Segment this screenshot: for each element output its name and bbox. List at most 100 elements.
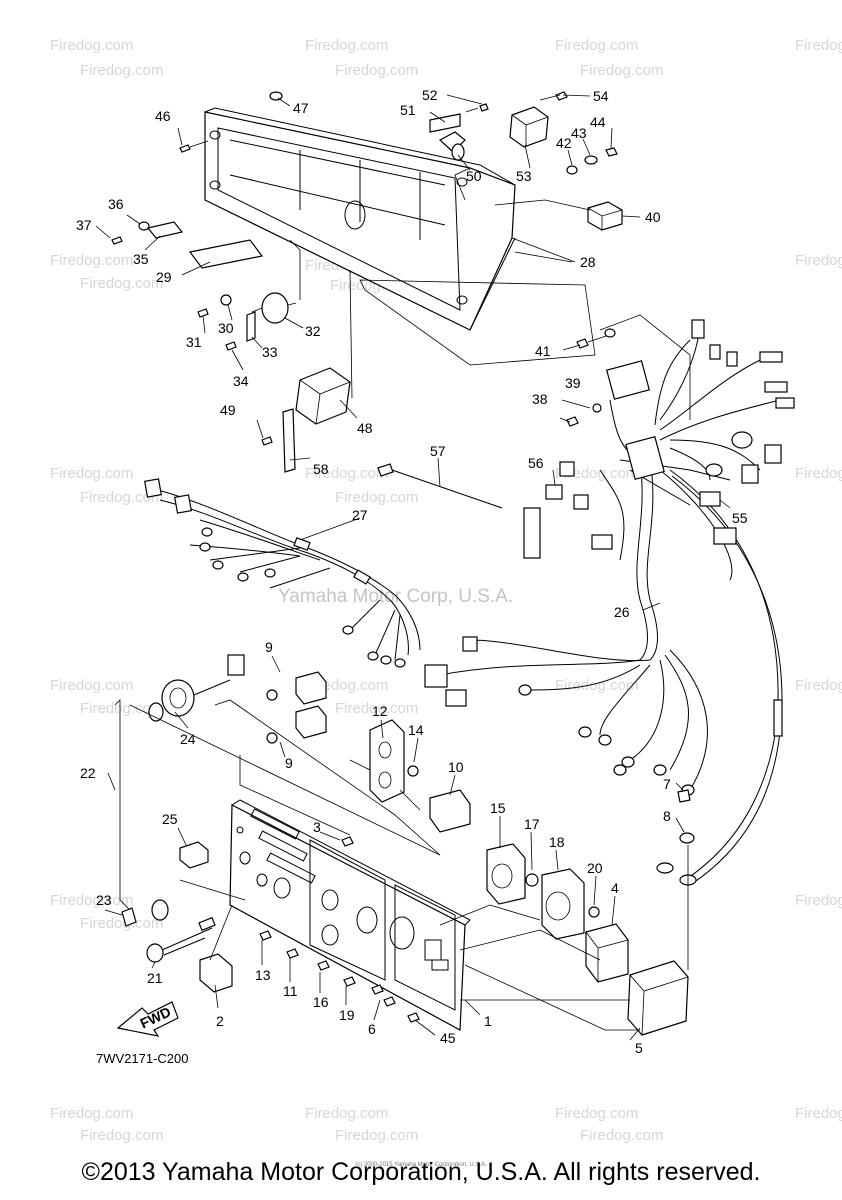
part-label-7: 7 [663,776,671,792]
part-label-29: 29 [156,269,172,285]
part-label-16: 16 [313,994,329,1010]
part-label-32: 32 [305,323,321,339]
watermark-text: Firedog.com [80,1127,163,1144]
watermark-text: Firedog.com [80,62,163,79]
part-label-13: 13 [255,967,271,983]
control-box-frame [204,107,516,331]
diagram-code: 7WV2171-C200 [96,1051,189,1066]
part-label-51: 51 [400,102,416,118]
watermark-text: Firedog.com [795,892,842,909]
part-label-54: 54 [593,88,609,104]
part-label-33: 33 [262,344,278,360]
part-label-23: 23 [96,892,112,908]
front-panel [229,799,471,1031]
watermark-text: Firedog.com [50,677,133,694]
watermark-text: Firedog.com [335,489,418,506]
part-label-35: 35 [133,251,149,267]
watermark-text: Firedog.com [305,465,388,482]
watermark-text: Firedog.com [50,1105,133,1122]
part-label-26: 26 [614,604,630,620]
watermark-text: Firedog.com [795,1105,842,1122]
watermark-text: Firedog.com [50,37,133,54]
part-label-31: 31 [186,334,202,350]
part-label-46: 46 [155,108,171,124]
watermark-text: Firedog.com [555,677,638,694]
part-label-5: 5 [635,1040,643,1056]
part-label-48: 48 [357,420,373,436]
part-label-50: 50 [466,168,482,184]
watermark-text: Firedog.com [50,465,133,482]
part-label-36: 36 [108,196,124,212]
watermark-text: Firedog.com [335,700,418,717]
watermark-text: Firedog.com [80,915,163,932]
watermark-text: Firedog.com [335,1127,418,1144]
upper-small-parts [111,91,623,509]
lower-components [121,654,695,1036]
part-label-39: 39 [565,375,581,391]
leader-lines [95,94,731,1041]
part-label-27: 27 [352,507,368,523]
part-label-14: 14 [408,722,424,738]
watermark-text: Firedog.com [555,465,638,482]
part-label-53: 53 [516,168,532,184]
part-label-58: 58 [313,461,329,477]
part-label-41: 41 [535,343,551,359]
watermark-text: Firedog.com [335,62,418,79]
part-label-22: 22 [80,765,96,781]
part-label-55: 55 [732,510,748,526]
watermark-text: Firedog.com [80,700,163,717]
wire-harness-26 [424,319,795,886]
part-label-49: 49 [220,402,236,418]
part-label-57: 57 [430,443,446,459]
watermark-layer: Firedog.com Firedog.com Firedog.com Fire… [50,37,842,1144]
part-label-25: 25 [162,811,178,827]
watermark-text: Firedog.com [80,275,163,292]
part-label-3: 3 [313,819,321,835]
fwd-arrow-icon: FWD [116,1001,179,1037]
part-label-42: 42 [556,135,572,151]
part-label-10: 10 [448,759,464,775]
part-label-37: 37 [76,217,92,233]
watermark-text: Firedog.com [555,1105,638,1122]
part-label-11: 11 [283,983,298,999]
part-label-30: 30 [218,320,234,336]
watermark-text: Firedog.com [795,252,842,269]
part-label-28: 28 [580,254,596,270]
lower-guide-lines [114,699,689,1031]
part-label-18: 18 [549,834,565,850]
wire-harness-27 [144,478,421,668]
watermark-text: Firedog.com [580,1127,663,1144]
part-label-19: 19 [339,1007,355,1023]
part-label-38: 38 [532,391,548,407]
part-labels: 1 2 3 4 5 6 7 8 9 9 10 11 12 13 14 15 16… [76,87,748,1066]
part-label-1: 1 [484,1013,492,1029]
watermark-text: Firedog.com [305,37,388,54]
part-label-9a: 9 [265,639,273,655]
part-label-56: 56 [528,455,544,471]
part-label-52: 52 [422,87,438,103]
part-label-44: 44 [590,114,606,130]
part-label-34: 34 [233,373,249,389]
watermark-text: Firedog.com [795,37,842,54]
watermark-text: Firedog.com [80,489,163,506]
part-label-17: 17 [524,816,540,832]
watermark-text: Firedog.com [795,677,842,694]
assembly-guide-lines [289,94,691,420]
fine-print: (c) 2000-2015 Yamaha Motor Corporation, … [355,1162,487,1168]
part-label-43: 43 [571,125,587,141]
part-label-12: 12 [372,703,388,719]
watermark-text: Firedog.com [795,465,842,482]
part-label-24: 24 [180,731,196,747]
part-label-6: 6 [368,1021,376,1037]
part-label-9b: 9 [285,755,293,771]
part-label-20: 20 [587,860,603,876]
watermark-text: Firedog.com [50,252,133,269]
part-label-15: 15 [490,800,506,816]
part-label-40: 40 [645,209,661,225]
part-label-4: 4 [611,880,619,896]
copyright-footer: ©2013 Yamaha Motor Corporation, U.S.A. A… [81,1158,761,1186]
watermark-company: Yamaha Motor Corp, U.S.A. [278,586,513,607]
watermark-text: Firedog.com [555,37,638,54]
watermark-text: Firedog.com [580,62,663,79]
